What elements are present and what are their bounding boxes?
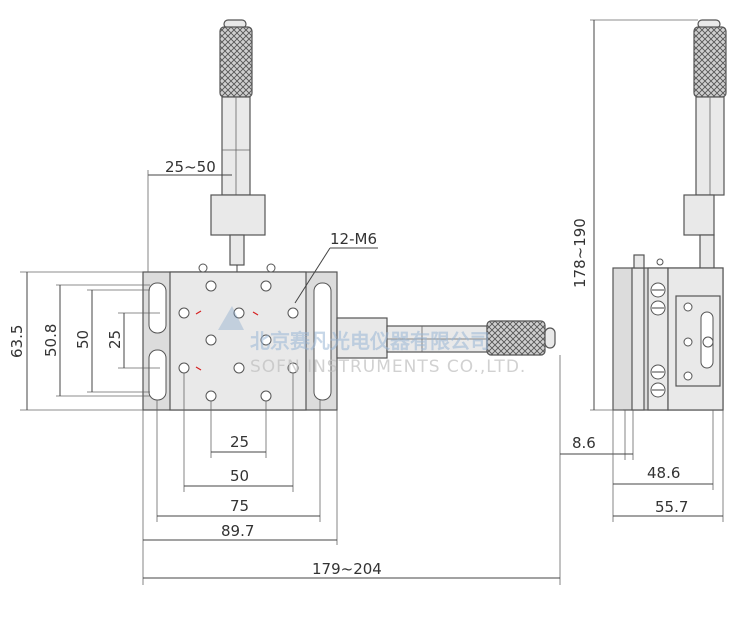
left-dims: [20, 271, 160, 411]
travel-label: 25~50: [165, 158, 216, 176]
dim-8-6: 8.6: [572, 434, 596, 452]
dim-55-7: 55.7: [655, 498, 688, 516]
thread-leader: [294, 247, 331, 304]
dim-50-8: 50.8: [42, 324, 60, 357]
right-slot: [313, 282, 332, 401]
side-screws: [650, 258, 714, 398]
dim-25-horizontal: 25: [230, 433, 249, 451]
watermark-cn: 北京赛凡光电仪器有限公司: [250, 329, 490, 353]
thread-label: 12-M6: [330, 230, 377, 248]
dim-75: 75: [230, 497, 249, 515]
dim-63-5: 63.5: [8, 325, 26, 358]
horizontal-micrometer: [336, 317, 556, 359]
front-view: 12-M6 25~50 63.5 50.8 50 25: [8, 19, 561, 585]
left-slot-lower: [148, 349, 167, 401]
left-slot-upper: [148, 282, 167, 334]
watermark-logo: [218, 306, 244, 330]
dim-89-7: 89.7: [221, 522, 254, 540]
red-marks: [195, 310, 259, 371]
dim-50: 50: [74, 330, 92, 349]
hole-grid: [178, 263, 299, 402]
dim-total-width: 179~204: [312, 560, 382, 578]
dim-25-vertical: 25: [106, 330, 124, 349]
stage-top: [169, 271, 307, 411]
dim-50-horizontal: 50: [230, 467, 249, 485]
side-micrometer: [683, 19, 727, 272]
side-view: 178~190 8.6 48.6 55.7: [560, 19, 727, 522]
dim-48-6: 48.6: [647, 464, 680, 482]
dim-side-height: 178~190: [571, 218, 589, 288]
watermark-en: SOFN INSTRUMENTS CO.,LTD.: [250, 357, 526, 377]
vertical-micrometer: [210, 19, 266, 272]
bottom-dims: [142, 355, 561, 585]
